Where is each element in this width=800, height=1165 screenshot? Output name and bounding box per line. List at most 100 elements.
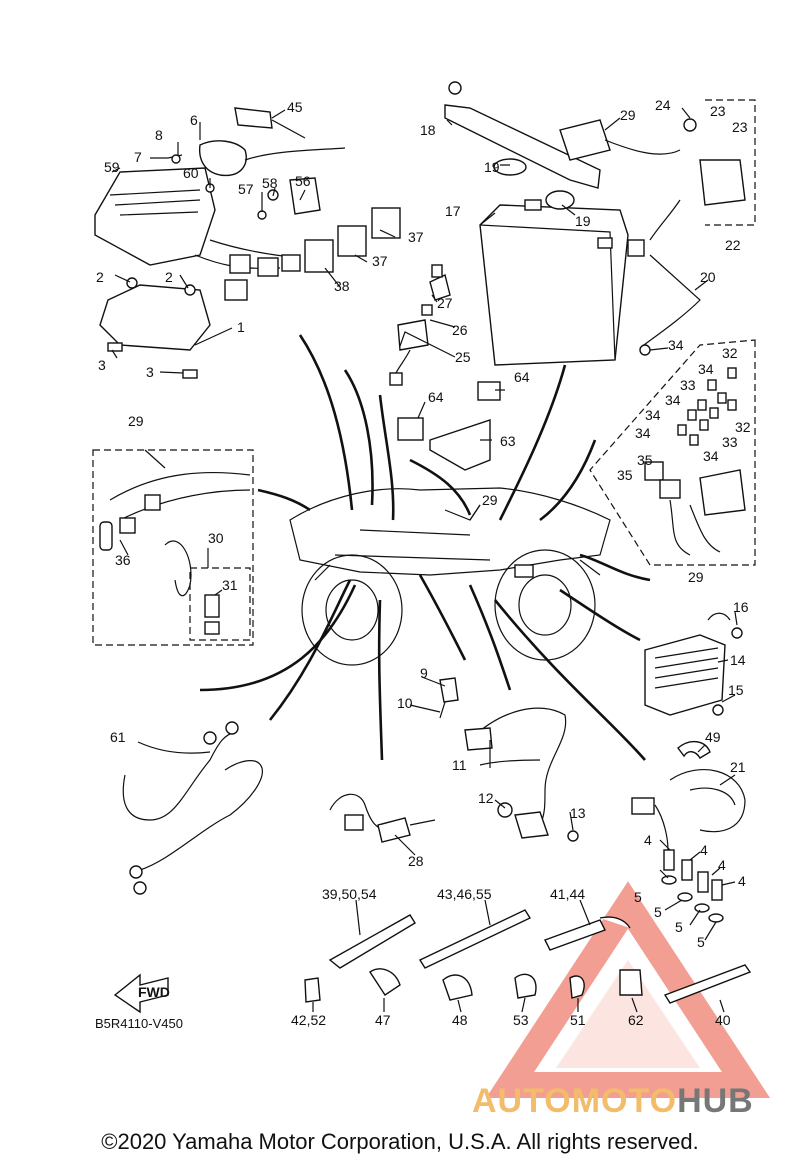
callout-27: 27: [437, 295, 453, 311]
fuse-array: [677, 367, 737, 446]
callout-5d: 5: [697, 934, 705, 950]
callout-32a: 32: [722, 345, 738, 361]
callout-5c: 5: [675, 919, 683, 935]
callout-4d: 4: [738, 873, 746, 889]
callout-25: 25: [455, 349, 471, 365]
callout-21: 21: [730, 759, 746, 775]
callout-64a: 64: [514, 369, 530, 385]
callout-19a: 19: [484, 159, 500, 175]
callout-4b: 4: [700, 842, 708, 858]
inset-frames: [92, 99, 756, 646]
connector-cluster: [644, 367, 746, 556]
callout-45: 45: [287, 99, 303, 115]
callout-33a: 33: [680, 377, 696, 393]
callout-29b: 29: [688, 569, 704, 585]
callout-11: 11: [452, 757, 467, 773]
callout-15: 15: [728, 682, 744, 698]
inset-29-left: [99, 471, 251, 635]
callout-33b: 33: [722, 434, 738, 450]
catalog-code: B5R4110-V450: [95, 1016, 183, 1031]
callout-40: 40: [715, 1012, 731, 1028]
callout-13: 13: [570, 805, 586, 821]
ignition-switch-group: [389, 264, 451, 386]
callout-61: 61: [110, 729, 126, 745]
callout-7: 7: [134, 149, 142, 165]
callout-2b: 2: [165, 269, 173, 285]
callout-34f: 34: [703, 448, 719, 464]
leader-lines: [199, 334, 651, 761]
callout-19b: 19: [575, 213, 591, 229]
callout-6: 6: [190, 112, 198, 128]
callout-53: 53: [513, 1012, 529, 1028]
callout-56: 56: [295, 173, 311, 189]
battery-group: [444, 81, 746, 366]
callout-47: 47: [375, 1012, 391, 1028]
callout-57: 57: [238, 181, 254, 197]
fwd-label: FWD: [138, 984, 170, 1000]
callout-43-46-55: 43,46,55: [437, 886, 492, 902]
callout-49: 49: [705, 729, 721, 745]
fwd-arrow-icon: FWD: [113, 973, 170, 1014]
callout-10: 10: [397, 695, 413, 711]
callout-20: 20: [700, 269, 716, 285]
lower-sensors-group: [329, 677, 579, 843]
callout-22: 22: [725, 237, 741, 253]
callout-17: 17: [445, 203, 461, 219]
callout-4a: 4: [644, 832, 652, 848]
callout-2a: 2: [96, 269, 104, 285]
callout-59: 59: [104, 159, 120, 175]
callout-3a: 3: [98, 357, 106, 373]
callout-41-44: 41,44: [550, 886, 585, 902]
callout-62: 62: [628, 1012, 644, 1028]
callout-37b: 37: [372, 253, 388, 269]
callout-3b: 3: [146, 364, 154, 380]
callout-63: 63: [500, 433, 516, 449]
callout-42-52: 42,52: [291, 1012, 326, 1028]
copyright-notice: ©2020 Yamaha Motor Corporation, U.S.A. A…: [101, 1129, 699, 1154]
callout-leaders: [111, 107, 738, 1013]
callout-60: 60: [183, 165, 199, 181]
battery-cable-61: [122, 721, 263, 895]
callout-numbers: 59 7 8 6 60 45 56 57 58 2 2 1 3 3 37 37 …: [96, 97, 751, 1028]
callout-38: 38: [334, 278, 350, 294]
rectifier-group: [644, 612, 743, 716]
callout-29a: 29: [620, 107, 636, 123]
callout-8: 8: [155, 127, 163, 143]
callout-34e: 34: [635, 425, 651, 441]
callout-9: 9: [420, 665, 428, 681]
callout-4c: 4: [718, 857, 726, 873]
watermark-text-b: HUB: [677, 1082, 754, 1120]
callout-14: 14: [730, 652, 746, 668]
callout-34d: 34: [645, 407, 661, 423]
callout-51: 51: [570, 1012, 586, 1028]
callout-12: 12: [478, 790, 494, 806]
callout-31: 31: [222, 577, 238, 593]
watermark-text: AUTOMOTOHUB: [472, 1082, 754, 1121]
callout-34a: 34: [668, 337, 684, 353]
sensor-harness-group: [631, 741, 746, 923]
atv-silhouette: [289, 487, 611, 666]
callout-34c: 34: [665, 392, 681, 408]
callout-29d: 29: [128, 413, 144, 429]
callout-35b: 35: [617, 467, 633, 483]
bracket-group: [397, 381, 501, 471]
callout-30: 30: [208, 530, 224, 546]
callout-48: 48: [452, 1012, 468, 1028]
callout-1: 1: [237, 319, 245, 335]
callout-35a: 35: [637, 452, 653, 468]
callout-23b: 23: [732, 119, 748, 135]
callout-26: 26: [452, 322, 468, 338]
callout-18: 18: [420, 122, 436, 138]
callout-23a: 23: [710, 103, 726, 119]
callout-39-50-54: 39,50,54: [322, 886, 377, 902]
callout-28: 28: [408, 853, 424, 869]
callout-16: 16: [733, 599, 749, 615]
callout-5a: 5: [634, 889, 642, 905]
callout-5b: 5: [654, 904, 662, 920]
callout-32b: 32: [735, 419, 751, 435]
clips-ties-group: [304, 909, 752, 1004]
callout-64b: 64: [428, 389, 444, 405]
callout-34b: 34: [698, 361, 714, 377]
callout-29c: 29: [482, 492, 498, 508]
